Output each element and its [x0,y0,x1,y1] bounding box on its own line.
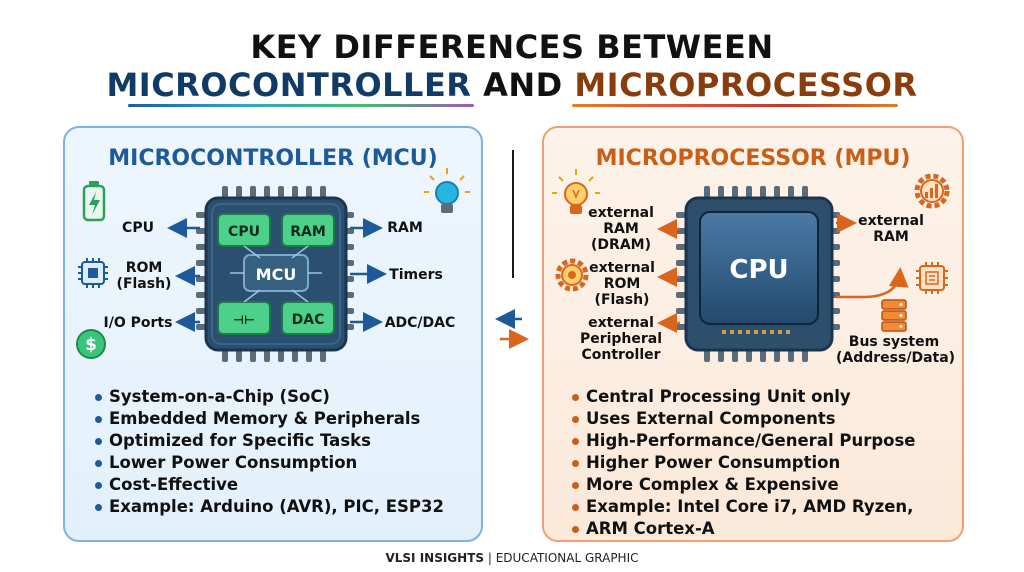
footer-tagline: EDUCATIONAL GRAPHIC [495,551,639,565]
list-item: Uses External Components [570,408,916,430]
list-item: High-Performance/General Purpose [570,430,916,452]
mcu-label-io: I/O Ports [103,315,173,331]
mpu-panel-title: MICROPROCESSOR (MPU) [595,146,911,171]
lightbulb-icon [424,168,470,213]
mcu-block-ram: RAM [290,224,326,240]
mpu-chip [676,186,840,362]
mcu-bullet-list: System-on-a-Chip (SoC) Embedded Memory &… [93,386,444,518]
mcu-block-cpu: CPU [228,224,260,240]
title-and-word: AND [483,66,563,104]
title-mpu-word: MICROPROCESSOR [574,66,918,104]
mcu-block-dac: DAC [292,312,325,328]
mcu-underline [128,104,474,107]
mpu-label-ext-rom: external ROM (Flash) [589,260,655,308]
list-item: More Complex & Expensive [570,474,916,496]
mcu-label-cpu: CPU [122,220,154,236]
mcu-label-rom: ROM (Flash) [116,260,172,292]
center-divider [512,150,514,278]
gear-chart-icon [914,173,950,209]
svg-text:$: $ [85,335,97,355]
list-item: ARM Cortex-A [570,518,916,540]
main-title-line1: KEY DIFFERENCES BETWEEN [250,28,774,66]
title-mcu-word: MICROCONTROLLER [106,66,472,104]
mcu-chip-center-label: MCU [256,265,297,284]
footer: VLSI INSIGHTS | EDUCATIONAL GRAPHIC [0,551,1024,565]
mcu-panel-title: MICROCONTROLLER (MCU) [108,146,438,171]
mpu-label-ext-ram-dram: external RAM (DRAM) [588,205,654,253]
list-item: Cost-Effective [93,474,444,496]
list-item: Optimized for Specific Tasks [93,430,444,452]
gear-icon [555,258,589,292]
mpu-bullet-list: Central Processing Unit only Uses Extern… [570,386,916,540]
mpu-label-bus-system: Bus system (Address/Data) [836,334,956,366]
lightbulb-icon [552,169,600,214]
chip-icon [916,262,948,294]
dollar-icon: $ [76,329,106,359]
mcu-chip [196,186,354,362]
mcu-arrows [167,218,387,332]
mpu-label-ext-ram: external RAM [858,213,924,245]
mcu-panel: MICROCONTROLLER (MCU) System-on-a-Chip (… [63,126,483,542]
list-item: Lower Power Consumption [93,452,444,474]
list-item: Example: Intel Core i7, AMD Ryzen, [570,496,916,518]
list-item: System-on-a-Chip (SoC) [93,386,444,408]
mpu-arrows [657,213,909,333]
mpu-label-ext-peripheral: external Peripheral Controller [579,315,663,363]
list-item: Central Processing Unit only [570,386,916,408]
mcu-block-adc: ⊣⊢ [233,313,255,327]
list-item: Example: Arduino (AVR), PIC, ESP32 [93,496,444,518]
mcu-label-timers: Timers [389,267,443,283]
exchange-arrows [495,309,529,349]
footer-separator: | [484,551,496,565]
list-item: Higher Power Consumption [570,452,916,474]
battery-icon [82,181,106,222]
mcu-label-ram: RAM [387,220,423,236]
main-title-line2: MICROCONTROLLER AND MICROPROCESSOR [0,66,1024,104]
footer-brand: VLSI INSIGHTS [385,551,485,565]
mpu-underline [572,104,898,107]
mpu-chip-center-label: CPU [729,255,788,285]
server-icon [881,299,907,332]
chip-icon [78,258,108,288]
mcu-label-adcdac: ADC/DAC [384,315,456,331]
list-item: Embedded Memory & Peripherals [93,408,444,430]
